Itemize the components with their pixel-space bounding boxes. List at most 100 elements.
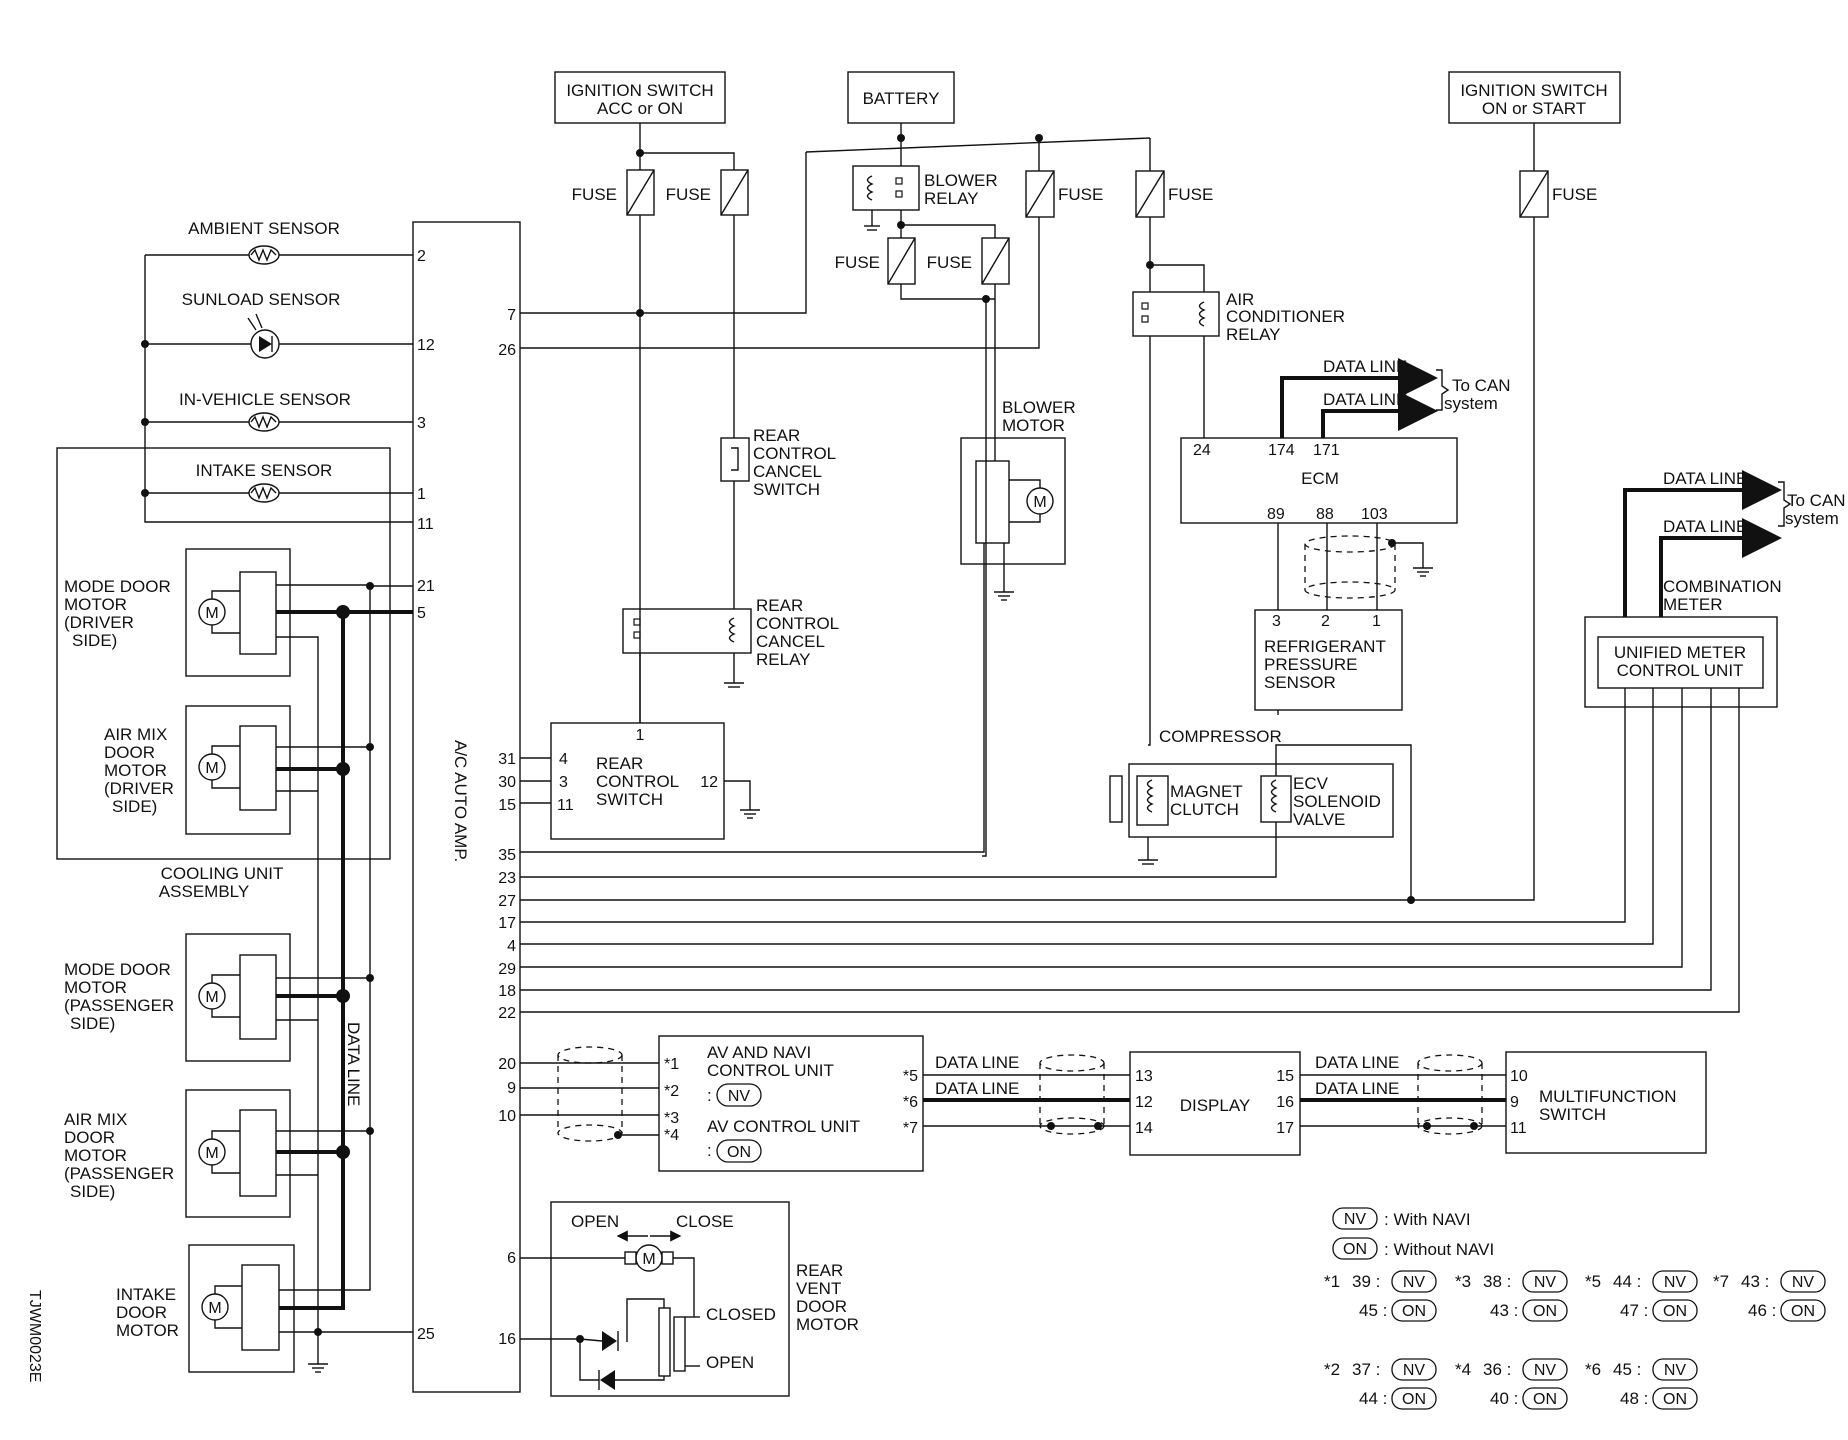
ignition-start-box: IGNITION SWITCH ON or START: [1448, 71, 1621, 124]
svg-text:SIDE): SIDE): [72, 631, 117, 650]
legend-on-text: ON: [1402, 1391, 1426, 1408]
svg-text:22: 22: [498, 1005, 516, 1022]
svg-text:17: 17: [498, 915, 516, 932]
svg-text:16: 16: [1276, 1094, 1294, 1111]
svg-text:DOOR: DOOR: [64, 1128, 115, 1147]
mode-door-motor-driver: M MODE DOOR MOTOR (DRIVER SIDE): [64, 548, 291, 677]
multifunction-switch: 10 9 11 MULTIFUNCTION SWITCH: [1505, 1051, 1707, 1154]
data-line-vertical-label: DATA LINE: [344, 1022, 363, 1106]
rear-control-switch: 1 4 3 11 12 REAR CONTROL SWITCH: [550, 722, 725, 840]
blower-motor: BLOWER MOTOR M: [960, 398, 1076, 565]
svg-text:BATTERY: BATTERY: [863, 89, 940, 108]
svg-text:DATA LINE: DATA LINE: [1323, 390, 1407, 409]
compressor: COMPRESSOR MAGNET CLUTCH ECV SOLENOID VA…: [1109, 727, 1394, 838]
legend-on-pin: 40 :: [1490, 1389, 1518, 1408]
svg-text:AMBIENT SENSOR: AMBIENT SENSOR: [188, 219, 340, 238]
svg-text:COOLING UNIT: COOLING UNIT: [161, 864, 284, 883]
svg-text:27: 27: [498, 893, 516, 910]
legend-on-badge: [1522, 1387, 1568, 1410]
legend-nv-text: NV: [1534, 1274, 1557, 1291]
blower-relay: BLOWER RELAY: [852, 165, 998, 211]
legend-on-text: ON: [1663, 1303, 1687, 1320]
svg-text:MOTOR: MOTOR: [796, 1315, 859, 1334]
fuse-1: FUSE: [572, 169, 655, 216]
svg-text:3: 3: [559, 774, 568, 791]
svg-text:5: 5: [417, 605, 426, 622]
svg-text:15: 15: [498, 797, 516, 814]
legend-star: *6: [1585, 1360, 1601, 1379]
legend-on-pin: 45 :: [1359, 1301, 1387, 1320]
svg-text:PRESSURE: PRESSURE: [1264, 655, 1358, 674]
svg-text:FUSE: FUSE: [1058, 185, 1103, 204]
svg-text:MOTOR: MOTOR: [64, 595, 127, 614]
air-mix-door-motor-passenger: M AIR MIX DOOR MOTOR (PASSENGER SIDE): [64, 1089, 291, 1218]
svg-text:FUSE: FUSE: [666, 185, 711, 204]
svg-text:9: 9: [507, 1080, 516, 1097]
svg-text:CANCEL: CANCEL: [756, 632, 825, 651]
svg-text:(PASSENGER: (PASSENGER: [64, 1164, 174, 1183]
svg-text:CONTROL UNIT: CONTROL UNIT: [1617, 661, 1744, 680]
svg-text:AV AND NAVI: AV AND NAVI: [707, 1043, 811, 1062]
svg-text:DATA LINE: DATA LINE: [1663, 469, 1747, 488]
svg-text:4: 4: [559, 751, 568, 768]
svg-text:REAR: REAR: [756, 596, 803, 615]
legend-nv-badge: [1652, 1358, 1698, 1381]
legend-nv-pin: 36 :: [1483, 1360, 1511, 1379]
display-unit: DISPLAY 13 12 14 15 16 17: [1129, 1051, 1301, 1156]
svg-text:26: 26: [498, 342, 516, 359]
svg-text:DATA LINE: DATA LINE: [1663, 517, 1747, 536]
svg-text:(DRIVER: (DRIVER: [104, 779, 174, 798]
svg-text:: Without NAVI: : Without NAVI: [1384, 1240, 1494, 1259]
legend-star: *4: [1455, 1360, 1471, 1379]
combination-meter: COMBINATION METER UNIFIED METER CONTROL …: [1584, 577, 1782, 708]
legend-on-badge: [1391, 1299, 1437, 1322]
sunload-sensor: SUNLOAD SENSOR: [182, 290, 341, 359]
svg-text:10: 10: [1510, 1068, 1528, 1085]
fuse-3: FUSE: [835, 237, 916, 285]
svg-text:(DRIVER: (DRIVER: [64, 613, 134, 632]
legend-nv-pin: 44 :: [1613, 1272, 1641, 1291]
svg-text:METER: METER: [1663, 595, 1723, 614]
svg-text:M: M: [205, 605, 218, 622]
svg-text:To CAN: To CAN: [1452, 376, 1511, 395]
legend-star: *7: [1713, 1272, 1729, 1291]
legend-nv-text: NV: [1534, 1362, 1557, 1379]
svg-text::: :: [707, 1141, 712, 1160]
legend-on-text: ON: [1533, 1391, 1557, 1408]
svg-text:DISPLAY: DISPLAY: [1180, 1096, 1251, 1115]
legend-nv-badge: [1652, 1270, 1698, 1293]
svg-text:: With NAVI: : With NAVI: [1384, 1210, 1471, 1229]
svg-text:*3: *3: [664, 1110, 679, 1127]
svg-text:17: 17: [1276, 1120, 1294, 1137]
legend-nv-pin: 38 :: [1483, 1272, 1511, 1291]
rear-control-cancel-switch: REAR CONTROL CANCEL SWITCH: [720, 426, 836, 499]
fuse-4: FUSE: [927, 237, 1010, 285]
svg-text:VENT: VENT: [796, 1279, 841, 1298]
legend: NV : With NAVI ON : Without NAVI: [1332, 1207, 1494, 1260]
svg-text:174: 174: [1268, 442, 1295, 459]
svg-text:12: 12: [417, 337, 435, 354]
legend-nv-pin: 43 :: [1741, 1272, 1769, 1291]
svg-text:M: M: [205, 760, 218, 777]
svg-text:88: 88: [1316, 506, 1334, 523]
svg-text:AIR: AIR: [1226, 290, 1254, 309]
svg-text:2: 2: [417, 248, 426, 265]
svg-text:SUNLOAD SENSOR: SUNLOAD SENSOR: [182, 290, 341, 309]
ecm: ECM 24 174 171 89 88 103: [1180, 437, 1458, 524]
svg-text:MAGNET: MAGNET: [1170, 782, 1243, 801]
svg-text:system: system: [1444, 394, 1498, 413]
svg-text:INTAKE SENSOR: INTAKE SENSOR: [196, 461, 333, 480]
svg-text:system: system: [1785, 509, 1839, 528]
legend-nv-badge: [1522, 1358, 1568, 1381]
legend-on-text: ON: [1791, 1303, 1815, 1320]
svg-text:ASSEMBLY: ASSEMBLY: [159, 882, 249, 901]
legend-on-pin: 44 :: [1359, 1389, 1387, 1408]
svg-text:NV: NV: [728, 1088, 751, 1105]
svg-text:15: 15: [1276, 1068, 1294, 1085]
legend-nv-pin: 37 :: [1352, 1360, 1380, 1379]
svg-text:*6: *6: [903, 1094, 918, 1111]
svg-text:14: 14: [1135, 1120, 1153, 1137]
svg-text:11: 11: [1510, 1120, 1527, 1137]
legend-nv-badge: [1780, 1270, 1826, 1293]
svg-text:35: 35: [498, 847, 516, 864]
